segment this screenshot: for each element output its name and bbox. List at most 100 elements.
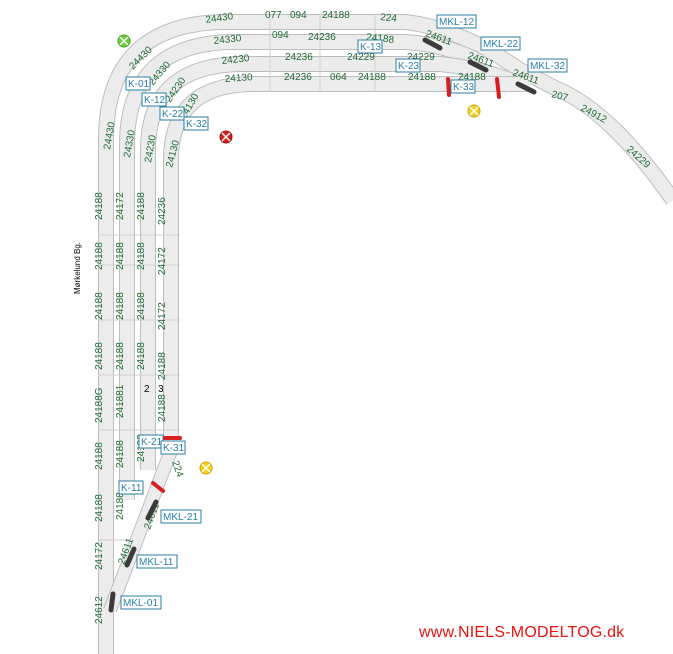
label-c1-6: 24188	[94, 442, 105, 470]
label-t3-2: 24236	[285, 52, 313, 63]
block-k-11: K-11	[118, 480, 144, 495]
label-c4-5: 3	[158, 384, 164, 395]
label-top-4: 24188	[322, 10, 350, 21]
svg-text:MKL-01: MKL-01	[123, 598, 158, 609]
label-c1-5: 24188G	[94, 387, 105, 423]
block-mkl-22: MKL-22	[480, 36, 521, 51]
station-name: Mørkelund Bg.	[73, 242, 82, 294]
watermark: www.NIELS-MODELTOG.dk	[419, 624, 625, 641]
label-top-2: 077	[265, 10, 282, 21]
block-mkl-32: MKL-32	[527, 58, 568, 73]
label-c4-7: 224	[169, 459, 185, 479]
block-k-22: K-22	[159, 106, 185, 121]
label-c3-5: 2	[144, 384, 150, 395]
block-mkl-01: MKL-01	[120, 595, 162, 610]
label-t3-1: 24230	[221, 53, 250, 67]
block-mkl-11: MKL-11	[136, 554, 178, 569]
block-k-32: K-32	[183, 116, 209, 131]
block-mkl-21: MKL-21	[160, 509, 202, 524]
turnout-motors	[108, 37, 537, 613]
svg-text:K-21: K-21	[141, 437, 163, 448]
svg-text:MKL-12: MKL-12	[439, 17, 474, 28]
label-t2-1: 24330	[213, 33, 242, 47]
turnout-motor-mkl-12	[422, 37, 443, 51]
isolator-k-33-right	[495, 77, 501, 99]
isolator-k-33-left	[446, 77, 451, 97]
label-c4-6: 24188	[157, 394, 168, 422]
signal-green	[117, 34, 131, 48]
label-c4-3: 24172	[157, 302, 168, 330]
block-k-21: K-21	[138, 434, 164, 449]
label-top-5: 224	[380, 12, 398, 25]
label-c3-1: 24188	[136, 192, 147, 220]
turnout-motor-mkl-32	[515, 81, 537, 95]
label-t4-2: 24236	[284, 72, 312, 83]
signal-yellow-top	[467, 104, 481, 118]
label-c1-8: 24172	[94, 542, 105, 570]
svg-text:MKL-32: MKL-32	[530, 61, 565, 72]
label-t4-6: 24188	[458, 72, 486, 83]
label-t3-3: 24229	[347, 52, 375, 63]
label-t4-3: 064	[330, 72, 347, 83]
block-k-31: K-31	[160, 440, 186, 455]
label-c1-4: 24188	[94, 342, 105, 370]
svg-text:K-22: K-22	[162, 109, 184, 120]
isolation-markers	[151, 77, 501, 493]
svg-text:MKL-11: MKL-11	[139, 557, 174, 568]
turnout-motor-mkl-21	[145, 499, 159, 521]
svg-text:K-31: K-31	[163, 443, 185, 454]
label-cv-1: 24430	[102, 121, 118, 151]
svg-text:MKL-22: MKL-22	[483, 39, 518, 50]
turnout-motor-mkl-22	[467, 59, 489, 73]
label-c3-3: 24188	[136, 292, 147, 320]
label-c2-6: 24188	[115, 440, 126, 468]
block-mkl-12: MKL-12	[436, 14, 477, 29]
turnout-motor-mkl-01	[108, 591, 116, 613]
label-cv-2: 24330	[122, 129, 138, 159]
label-c1-2: 24188	[94, 242, 105, 270]
label-c2-4: 24188	[115, 342, 126, 370]
block-k-12: K-12	[141, 92, 167, 107]
svg-text:K-13: K-13	[360, 42, 382, 53]
svg-text:K-32: K-32	[186, 119, 208, 130]
label-t3-4: 24229	[407, 52, 435, 63]
svg-text:K-12: K-12	[144, 95, 166, 106]
label-t4-1: 24130	[224, 72, 253, 85]
label-t2-2: 094	[272, 30, 289, 41]
block-k-23: K-23	[395, 58, 421, 73]
label-c1-7: 24188	[94, 494, 105, 522]
label-c2-2: 24188	[115, 242, 126, 270]
label-c1-1: 24188	[94, 192, 105, 220]
label-t4-4: 24188	[358, 72, 386, 83]
signal-yellow-bottom	[199, 461, 213, 475]
svg-text:MKL-21: MKL-21	[163, 512, 198, 523]
block-labels: K-01 K-12 K-22 K-32 K-13 K-23 K-33 K-21 …	[118, 14, 568, 610]
label-c2-5: 241881	[115, 384, 126, 418]
label-t2-3: 24236	[308, 32, 336, 43]
label-c4-4: 24188	[157, 352, 168, 380]
svg-text:K-33: K-33	[453, 82, 475, 93]
label-c4-1: 24236	[157, 197, 168, 225]
label-cv-3: 24230	[143, 134, 159, 164]
track-beds	[98, 13, 673, 654]
label-t4-5: 24188	[408, 72, 436, 83]
turnout-motor-mkl-11	[124, 546, 137, 568]
svg-text:K-23: K-23	[398, 61, 420, 72]
label-c2-1: 24172	[115, 192, 126, 220]
block-k-01: K-01	[125, 76, 151, 91]
isolator-k-11	[151, 481, 165, 493]
block-k-33: K-33	[450, 79, 476, 94]
signal-red	[219, 130, 233, 144]
label-c2-3: 24188	[115, 292, 126, 320]
label-c1-3: 24188	[94, 292, 105, 320]
label-c3-2: 24188	[136, 242, 147, 270]
label-c4-2: 24172	[157, 247, 168, 275]
label-top-1: 24430	[205, 11, 235, 26]
label-c2-7: 24188	[115, 492, 126, 520]
block-k-13: K-13	[357, 39, 383, 54]
label-curve-1: 207	[550, 89, 569, 104]
label-top-3: 094	[290, 10, 307, 21]
label-c1-9: 24612	[94, 596, 105, 624]
svg-text:K-11: K-11	[121, 483, 142, 494]
